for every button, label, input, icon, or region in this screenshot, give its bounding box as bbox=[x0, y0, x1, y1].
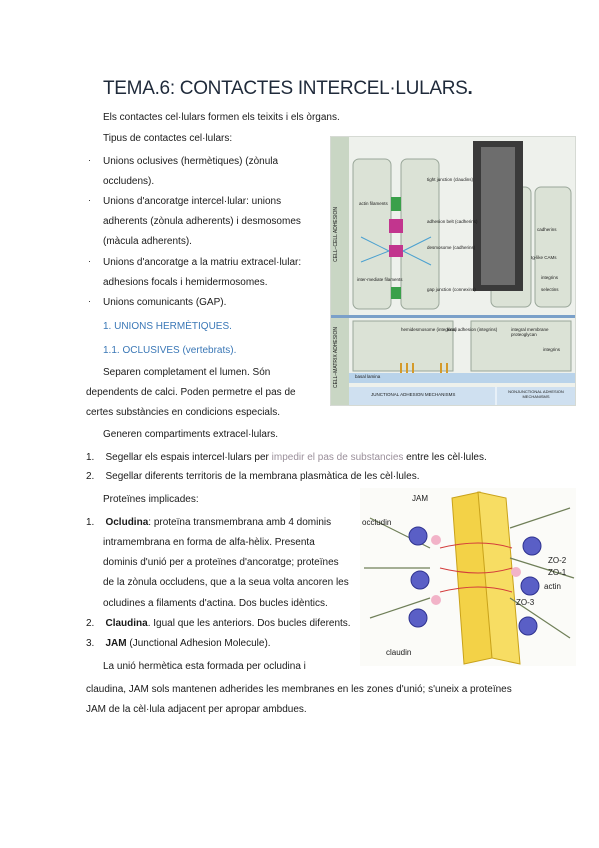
protein-item-2: 2. Claudina. Igual que les anteriors. Do… bbox=[86, 617, 351, 630]
tight-junction-figure: JAM occludin ZO-2 ZO-1 actin ZO-3 claudi… bbox=[360, 488, 576, 666]
figure-label: basal lamina bbox=[355, 374, 381, 379]
figure-label: inter-mediate filaments bbox=[357, 277, 403, 282]
figure-label: actin filaments bbox=[359, 201, 388, 206]
section-heading-1-1: 1.1. OCLUSIVES (vertebrats). bbox=[103, 345, 237, 356]
protein-desc: . Igual que les anteriors. Dos bucles di… bbox=[147, 618, 351, 629]
figure-label: cadherins bbox=[537, 227, 557, 232]
figure-label: tight junction (claudins) bbox=[427, 177, 474, 182]
figure2-label: actin bbox=[544, 582, 561, 591]
tight-junction-diagram bbox=[364, 491, 575, 665]
title-dot: . bbox=[467, 78, 473, 99]
type-2-line2: adherents (zònula adherents) i desmosome… bbox=[103, 216, 301, 227]
item-number: 1. bbox=[86, 517, 95, 528]
protein-desc: (Junctional Adhesion Molecule). bbox=[126, 638, 271, 649]
type-3-line2: adhesions focals i hemidermosomes. bbox=[103, 277, 268, 288]
cell-adhesion-figure: CELL–CELL ADHESION CELL–MATRIX ADHESION … bbox=[330, 136, 576, 406]
protein-1-cont: de la zònula occludens, que a la seua vo… bbox=[103, 577, 349, 588]
para2: Generen compartiments extracel·lulars. bbox=[103, 429, 279, 440]
protein-1-cont: dominis d'unió per a proteïnes d'ancorat… bbox=[103, 557, 339, 568]
figure2-label: ZO-3 bbox=[516, 598, 535, 607]
type-1-line2: occludens). bbox=[103, 176, 155, 187]
protein-name: Ocludina bbox=[105, 517, 149, 528]
para1-line1: Separen completament el lumen. Són bbox=[103, 367, 271, 378]
intro-text: Els contactes cel·lulars formen els teix… bbox=[103, 112, 340, 123]
protein-1-cont: ocludines a filaments d'actina. Dos bucl… bbox=[103, 598, 328, 609]
protein-desc: : proteïna transmembrana amb 4 dominis bbox=[148, 517, 332, 528]
figure2-label: claudin bbox=[386, 648, 412, 657]
numbered-item: 1. Segellar els espais intercel·lulars p… bbox=[86, 451, 487, 464]
figure-side-label: CELL–MATRIX ADHESION bbox=[333, 327, 339, 389]
bullet-icon: · bbox=[88, 195, 91, 205]
type-4-line1: Unions comunicants (GAP). bbox=[103, 297, 227, 308]
closing-line3: JAM de la cèl·lula adjacent per apropar … bbox=[86, 704, 307, 715]
para1-line2: dependents de calci. Poden permetre el p… bbox=[86, 387, 296, 398]
page-title: TEMA.6: CONTACTES INTERCEL·LULARS. bbox=[103, 78, 473, 100]
type-1-line1: Unions oclusives (hermètiques) (zònula bbox=[103, 156, 279, 167]
section-heading-1: 1. UNIONS HERMÈTIQUES. bbox=[103, 321, 232, 332]
para1-line3: certes substàncies en condicions especia… bbox=[86, 407, 280, 418]
item-number: 2. bbox=[86, 618, 95, 629]
figure-footer: NONJUNCTIONAL ADHESION MECHANISMS bbox=[508, 389, 564, 399]
figure-label: adhesion belt (cadherins) bbox=[427, 219, 478, 224]
figure2-label: JAM bbox=[412, 494, 428, 503]
type-2-line1: Unions d'ancoratge intercel·lular: union… bbox=[103, 196, 282, 207]
figure-label: integrins bbox=[541, 275, 559, 280]
item-number: 1. bbox=[86, 452, 95, 463]
figure-label: integral membrane proteoglycan bbox=[511, 327, 549, 337]
figure2-label: ZO-2 bbox=[548, 556, 567, 565]
bullet-icon: · bbox=[88, 155, 91, 165]
figure2-label: ZO-1 bbox=[548, 568, 567, 577]
figure-footer: JUNCTIONAL ADHESION MECHANISMS bbox=[371, 392, 456, 397]
item-number: 3. bbox=[86, 638, 95, 649]
figure-label: selectins bbox=[541, 287, 559, 292]
protein-item-3: 3. JAM (Junctional Adhesion Molecule). bbox=[86, 637, 271, 650]
type-2-line3: (màcula adherents). bbox=[103, 236, 192, 247]
figure-label: Ig-like CAMs bbox=[531, 255, 557, 260]
item-number: 2. bbox=[86, 471, 95, 482]
item-grey-text: impedir el pas de substancies bbox=[271, 452, 404, 463]
type-3-line1: Unions d'ancoratge a la matriu extracel·… bbox=[103, 257, 302, 268]
item-text: Segellar diferents territoris de la memb… bbox=[105, 471, 420, 482]
proteins-heading: Proteïnes implicades: bbox=[103, 494, 199, 505]
protein-item-1: 1. Ocludina: proteïna transmembrana amb … bbox=[86, 516, 331, 529]
item-text: Segellar els espais intercel·lulars per bbox=[105, 452, 272, 463]
protein-name: Claudina bbox=[105, 618, 148, 629]
types-heading: Tipus de contactes cel·lulars: bbox=[103, 133, 233, 144]
cell-adhesion-diagram bbox=[331, 137, 575, 405]
bullet-icon: · bbox=[88, 256, 91, 266]
figure-label: gap junction (connexins) bbox=[427, 287, 476, 292]
bullet-icon: · bbox=[88, 296, 91, 306]
numbered-item: 2. Segellar diferents territoris de la m… bbox=[86, 470, 420, 483]
figure-label: integrins bbox=[543, 347, 561, 352]
protein-name: JAM bbox=[105, 638, 127, 649]
figure2-label: occludin bbox=[362, 518, 392, 527]
item-text-end: entre les cèl·lules. bbox=[403, 452, 487, 463]
closing-line2: claudina, JAM sols mantenen adherides le… bbox=[86, 684, 512, 695]
figure-label: hemidesmosome (integrins) bbox=[401, 327, 457, 332]
figure-label: focal adhesion (integrins) bbox=[447, 327, 498, 332]
closing-line1: La unió hermètica esta formada per oclud… bbox=[103, 661, 306, 672]
protein-1-cont: intramembrana en forma de alfa-hèlix. Pr… bbox=[103, 537, 315, 548]
title-text: TEMA.6: CONTACTES INTERCEL·LULARS bbox=[103, 78, 468, 99]
figure-label: desmosome (cadherins) bbox=[427, 245, 476, 250]
figure-side-label: CELL–CELL ADHESION bbox=[333, 207, 339, 262]
